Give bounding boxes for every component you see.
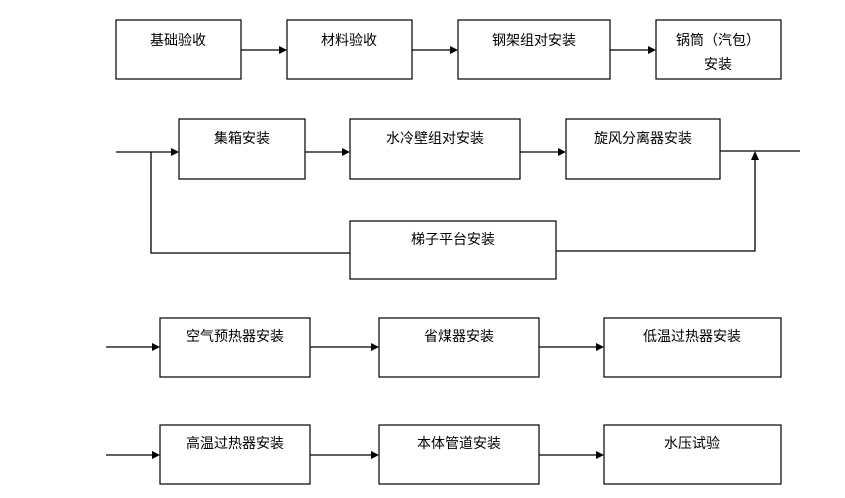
arrowhead bbox=[751, 151, 759, 160]
step-label: 集箱安装 bbox=[214, 130, 270, 147]
step-label: 空气预热器安装 bbox=[186, 329, 284, 345]
arrowhead bbox=[371, 451, 379, 459]
step-header-install: 集箱安装 bbox=[178, 118, 306, 180]
step-body-piping-install: 本体管道安装 bbox=[378, 424, 540, 485]
arrowhead bbox=[342, 148, 350, 156]
step-drum-install: 锅筒（汽包） 安装 bbox=[655, 19, 782, 80]
step-label: 旋风分离器安装 bbox=[594, 130, 692, 147]
arrowhead bbox=[596, 451, 604, 459]
arrowhead bbox=[596, 343, 604, 351]
step-label: 水冷壁组对安装 bbox=[386, 131, 484, 147]
step-air-preheater-install: 空气预热器安装 bbox=[159, 317, 311, 378]
step-label: 省煤器安装 bbox=[424, 329, 494, 345]
step-label: 本体管道安装 bbox=[417, 436, 501, 452]
arrowhead bbox=[371, 343, 379, 351]
step-label: 梯子平台安装 bbox=[411, 232, 495, 248]
step-high-temp-superheater-install: 高温过热器安装 bbox=[159, 424, 311, 485]
step-label: 材料验收 bbox=[321, 33, 377, 49]
arrowhead bbox=[152, 343, 160, 351]
step-waterwall-assembly: 水冷壁组对安装 bbox=[349, 118, 521, 180]
step-label-line1: 锅筒（汽包） bbox=[676, 32, 760, 49]
step-label: 水压试验 bbox=[664, 436, 720, 452]
step-economizer-install: 省煤器安装 bbox=[378, 317, 540, 378]
step-label: 低温过热器安装 bbox=[643, 329, 741, 345]
step-label-line2: 安装 bbox=[704, 57, 732, 73]
step-label: 钢架组对安装 bbox=[492, 33, 576, 49]
step-ladder-platform-install: 梯子平台安装 bbox=[349, 220, 557, 280]
step-label: 基础验收 bbox=[150, 32, 206, 49]
merge-line bbox=[556, 159, 756, 252]
step-label: 高温过热器安装 bbox=[186, 435, 284, 452]
step-steel-frame-assembly: 钢架组对安装 bbox=[457, 19, 611, 80]
arrowhead bbox=[558, 148, 566, 156]
arrowhead bbox=[279, 46, 287, 54]
step-low-temp-superheater-install: 低温过热器安装 bbox=[603, 317, 782, 378]
branch-line bbox=[150, 152, 350, 254]
arrowhead bbox=[171, 148, 179, 156]
arrowhead bbox=[450, 46, 458, 54]
step-hydrostatic-test: 水压试验 bbox=[603, 424, 782, 485]
arrowhead bbox=[152, 451, 160, 459]
arrowhead bbox=[648, 46, 656, 54]
step-material-acceptance: 材料验收 bbox=[286, 19, 413, 80]
step-foundation-acceptance: 基础验收 bbox=[115, 19, 242, 80]
step-cyclone-separator-install: 旋风分离器安装 bbox=[565, 118, 721, 180]
